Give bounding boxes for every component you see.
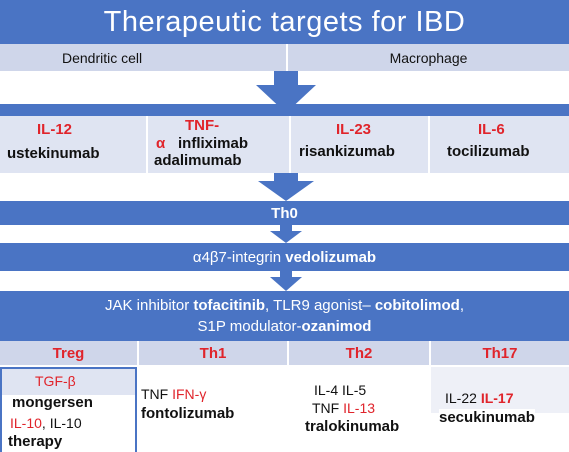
inhibitors-bar: JAK inhibitor tofacitinib, TLR9 agonist–… — [0, 291, 569, 341]
th1-detail-box: TNF IFN-γ fontolizumab — [139, 367, 287, 452]
ustekinumab-label: ustekinumab — [7, 145, 100, 162]
th1-tnf-label: TNF — [141, 386, 169, 402]
th1-label: Th1 — [199, 344, 227, 362]
il12-label: IL-12 — [37, 121, 73, 138]
tlr-prefix: , TLR9 agonist– — [265, 297, 371, 314]
il10-red-label: IL-10 — [10, 415, 42, 431]
title-banner: Therapeutic targets for IBD — [0, 0, 569, 44]
th17-line-1: IL-22 IL-17 — [445, 390, 514, 406]
tnf-label: TNF- — [185, 117, 220, 134]
th2-tnf-label: TNF — [312, 400, 340, 416]
cytokine-strip — [0, 104, 569, 116]
subset-header-th1: Th1 — [139, 341, 287, 365]
down-arrow-4 — [270, 271, 302, 291]
tocilizumab-label: tocilizumab — [447, 143, 530, 160]
cytokine-box-il6: IL-6 tocilizumab — [430, 116, 569, 173]
th17-detail-box: IL-22 IL-17 secukinumab — [431, 367, 569, 452]
cobitolimod-label: cobitolimod — [374, 297, 460, 314]
inhibitors-line-1: JAK inhibitor tofacitinib, TLR9 agonist–… — [0, 295, 569, 316]
jak-prefix: JAK inhibitor — [104, 297, 190, 314]
s1p-prefix: S1P modulator- — [197, 318, 302, 335]
th17-label: Th17 — [482, 344, 518, 362]
secukinumab-label: secukinumab — [439, 409, 535, 426]
treg-detail-box: TGF-β mongersen IL-10, IL-10 therapy — [0, 367, 137, 452]
tgf-beta-label: TGF-β — [35, 373, 76, 389]
il13-label: IL-13 — [343, 400, 376, 416]
tofacitinib-label: tofacitinib — [193, 297, 266, 314]
il17-label: IL-17 — [480, 390, 514, 406]
th2-detail-box: IL-4 IL-5 TNF IL-13 tralokinumab — [289, 367, 429, 452]
il23-label: IL-23 — [336, 121, 372, 138]
mongersen-label: mongersen — [12, 394, 93, 411]
il6-label: IL-6 — [478, 121, 505, 138]
ozanimod-label: ozanimod — [301, 318, 372, 335]
integrin-bar: α4β7-integrin vedolizumab — [0, 243, 569, 271]
integrin-prefix: α4β7-integrin — [192, 248, 282, 266]
down-arrow-2 — [258, 173, 314, 201]
th1-line-1: TNF IFN-γ — [141, 386, 206, 402]
il10-black-label: , IL-10 — [41, 415, 82, 431]
il22-label: IL-22 — [445, 390, 477, 406]
th2-label: Th2 — [345, 344, 373, 362]
cytokine-box-il23: IL-23 risankizumab — [291, 116, 428, 173]
vedolizumab-label: vedolizumab — [285, 248, 377, 266]
down-arrow-3 — [270, 225, 302, 243]
cytokine-box-il12: IL-12 ustekinumab — [0, 116, 146, 173]
comma: , — [459, 297, 465, 314]
ifn-gamma-label: IFN-γ — [172, 386, 207, 402]
page-title: Therapeutic targets for IBD — [103, 5, 466, 38]
th0-bar: Th0 — [0, 201, 569, 225]
integrin-text: α4β7-integrin vedolizumab — [193, 249, 376, 266]
cytokine-box-tnf: TNF- α infliximab adalimumab — [148, 116, 289, 173]
macrophage-label: Macrophage — [389, 49, 468, 66]
subset-header-th2: Th2 — [289, 341, 429, 365]
adalimumab-label: adalimumab — [154, 152, 242, 169]
therapy-label: therapy — [8, 433, 63, 450]
dendritic-cell-box: Dendritic cell — [0, 44, 286, 71]
il10-line: IL-10, IL-10 — [10, 415, 82, 431]
th2-line-2: TNF IL-13 — [312, 400, 375, 416]
risankizumab-label: risankizumab — [299, 143, 395, 160]
dendritic-cell-label: Dendritic cell — [62, 49, 143, 66]
subset-header-th17: Th17 — [431, 341, 569, 365]
il4-il5-label: IL-4 IL-5 — [314, 382, 367, 398]
alpha-label: α — [156, 135, 166, 152]
macrophage-box: Macrophage — [288, 44, 569, 71]
infliximab-label: infliximab — [178, 135, 249, 152]
subset-header-treg: Treg — [0, 341, 137, 365]
tralokinumab-label: tralokinumab — [305, 418, 400, 435]
inhibitors-line-2: S1P modulator-ozanimod — [0, 316, 569, 337]
treg-label: Treg — [52, 344, 85, 362]
fontolizumab-label: fontolizumab — [141, 405, 235, 422]
th0-label: Th0 — [271, 204, 298, 222]
